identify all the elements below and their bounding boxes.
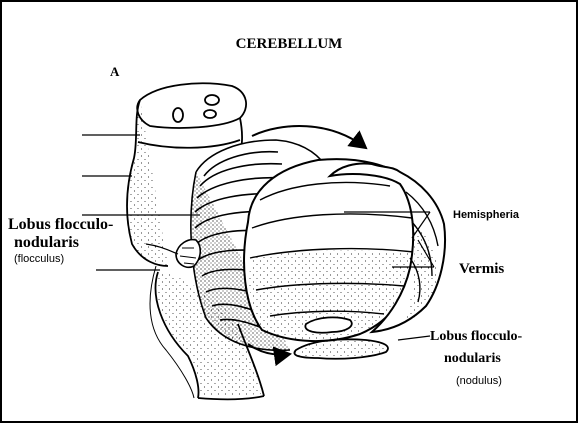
lobus-left-sub: (flocculus) bbox=[14, 253, 64, 265]
panel-letter: A bbox=[110, 64, 120, 79]
vermis-label: Vermis bbox=[459, 261, 504, 277]
diagram-title: CEREBELLUM bbox=[236, 36, 343, 52]
lobus-left-line1: Lobus flocculo- bbox=[8, 216, 113, 233]
lobus-right-line2: nodularis bbox=[444, 351, 501, 366]
lobus-right-sub: (nodulus) bbox=[456, 375, 502, 387]
lobus-left-line2: nodularis bbox=[14, 234, 79, 251]
lobus-right-line1: Lobus flocculo- bbox=[430, 329, 523, 344]
hemispheria-label: Hemispheria bbox=[453, 209, 520, 221]
